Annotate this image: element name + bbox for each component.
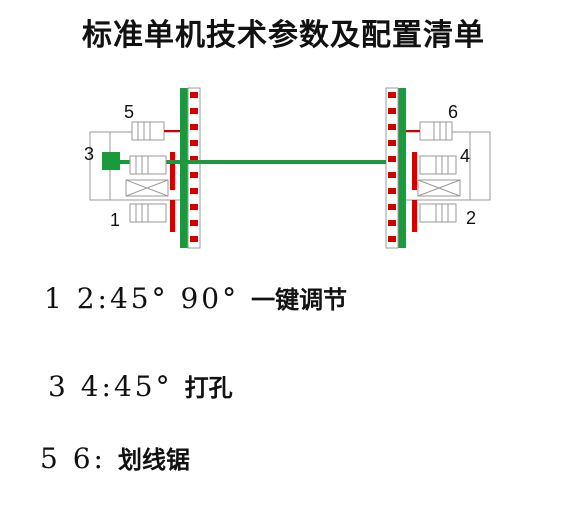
right-red-bar-upper (412, 152, 417, 190)
spec-text: 一键调节 (251, 286, 348, 314)
spec-value: 5 6: (40, 442, 106, 475)
page-title: 标准单机技术参数及配置清单 (82, 18, 485, 53)
motor-5 (131, 121, 180, 141)
right-green-rail (398, 88, 406, 248)
label-2: 2 (466, 208, 476, 228)
right-crossbox (417, 179, 461, 197)
motor-4 (419, 155, 457, 175)
spec-line-3: 5 6: 划线锯 (40, 440, 190, 475)
motor-3-block (102, 152, 120, 170)
left-crossbox (125, 179, 169, 197)
spec-line-1: 1 2:45° 90° 一键调节 (44, 280, 347, 315)
motor-3 (129, 155, 167, 175)
right-rail-teeth (388, 92, 396, 242)
left-green-rail (180, 88, 188, 248)
spec-line-2: 3 4:45° 打孔 (48, 368, 233, 403)
label-4: 4 (460, 146, 470, 166)
motor-1 (129, 203, 167, 223)
spec-text: 打孔 (184, 374, 233, 402)
motor-2 (419, 203, 457, 223)
label-6: 6 (448, 102, 458, 122)
left-rail-teeth (190, 92, 198, 242)
right-frame-outline (469, 131, 491, 201)
spec-text: 划线锯 (117, 446, 190, 474)
machine-diagram: 5 6 3 4 1 2 (84, 87, 491, 249)
spec-value: 3 4:45° (48, 370, 173, 403)
label-5: 5 (124, 102, 134, 122)
spec-value: 1 2:45° 90° (44, 282, 240, 315)
right-rail-track (385, 87, 399, 249)
left-red-bar-upper (170, 152, 175, 190)
left-rail-track (187, 87, 201, 249)
right-red-bar-lower (412, 200, 417, 232)
label-3: 3 (84, 144, 94, 164)
label-1: 1 (110, 210, 120, 230)
left-red-bar-lower (170, 200, 175, 232)
motor-6 (406, 121, 453, 141)
